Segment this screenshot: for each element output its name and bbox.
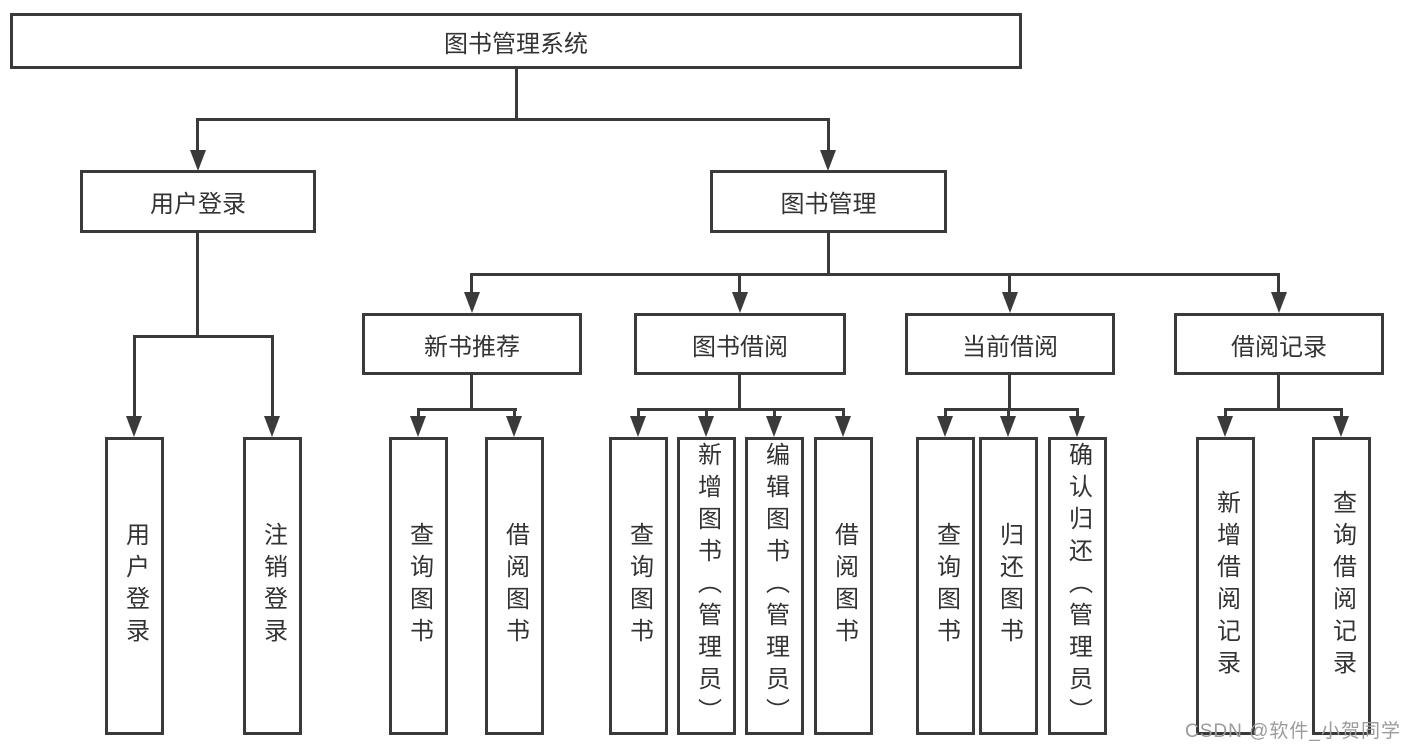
connector-line	[417, 408, 517, 411]
arrowhead-icon	[464, 292, 480, 313]
leaf-borrow-books-1: 借阅图书	[485, 437, 544, 735]
connector-line	[637, 408, 640, 418]
connector-line	[417, 408, 420, 418]
connector-line	[1007, 408, 1010, 418]
arrowhead-icon	[766, 416, 782, 437]
leaf-label: 新增图书（管理员）	[693, 442, 721, 730]
connector-line	[515, 69, 518, 118]
arrowhead-icon	[126, 416, 142, 437]
csdn-watermark: CSDN @软件_小贺同学	[1185, 721, 1401, 742]
node-borrow-records: 借阅记录	[1174, 313, 1384, 375]
node-current-borrow: 当前借阅	[905, 313, 1115, 375]
connector-line	[827, 233, 830, 273]
connector-line	[637, 408, 845, 411]
connector-line	[773, 408, 776, 418]
leaf-label: 查询图书	[405, 522, 433, 650]
connector-line	[1008, 273, 1011, 293]
leaf-label: 编辑图书（管理员）	[761, 442, 789, 730]
arrowhead-icon	[264, 416, 280, 437]
connector-line	[133, 335, 274, 338]
connector-line	[944, 408, 947, 418]
connector-line	[271, 335, 274, 418]
leaf-label: 查询图书	[932, 522, 960, 650]
arrowhead-icon	[1217, 416, 1233, 437]
arrowhead-icon	[698, 416, 714, 437]
arrowhead-icon	[506, 416, 522, 437]
arrowhead-icon	[630, 416, 646, 437]
connector-line	[470, 273, 473, 293]
arrowhead-icon	[190, 150, 206, 171]
arrowhead-icon	[1333, 416, 1349, 437]
leaf-edit-books-admin: 编辑图书（管理员）	[745, 437, 804, 735]
connector-line	[1277, 273, 1280, 293]
leaf-query-books-3: 查询图书	[916, 437, 975, 735]
connector-line	[1008, 375, 1011, 408]
leaf-add-borrow-record: 新增借阅记录	[1196, 437, 1255, 735]
connector-line	[738, 273, 741, 293]
arrowhead-icon	[1002, 292, 1018, 313]
leaf-query-books-1: 查询图书	[389, 437, 448, 735]
leaf-logout: 注销登录	[243, 437, 302, 735]
connector-line	[133, 335, 136, 418]
connector-line	[1277, 375, 1280, 408]
leaf-label: 借阅图书	[501, 522, 529, 650]
connector-line	[827, 118, 830, 152]
leaf-label: 新增借阅记录	[1212, 490, 1240, 682]
connector-line	[196, 118, 830, 121]
connector-line	[1076, 408, 1079, 418]
arrowhead-icon	[1069, 416, 1085, 437]
arrowhead-icon	[835, 416, 851, 437]
connector-line	[470, 273, 1280, 276]
leaf-label: 用户登录	[121, 522, 149, 650]
leaf-add-books-admin: 新增图书（管理员）	[677, 437, 736, 735]
leaf-confirm-return-admin: 确认归还（管理员）	[1048, 437, 1107, 735]
leaf-query-books-2: 查询图书	[609, 437, 668, 735]
node-root: 图书管理系统	[10, 13, 1022, 69]
arrowhead-icon	[937, 416, 953, 437]
leaf-query-borrow-record: 查询借阅记录	[1312, 437, 1371, 735]
arrowhead-icon	[1000, 416, 1016, 437]
leaf-label: 确认归还（管理员）	[1064, 442, 1092, 730]
leaf-label: 注销登录	[259, 522, 287, 650]
leaf-borrow-books-2: 借阅图书	[814, 437, 873, 735]
leaf-label: 借阅图书	[830, 522, 858, 650]
connector-line	[705, 408, 708, 418]
leaf-label: 归还图书	[995, 522, 1023, 650]
leaf-label: 查询借阅记录	[1328, 490, 1356, 682]
arrowhead-icon	[820, 150, 836, 171]
leaf-return-books: 归还图书	[979, 437, 1038, 735]
connector-line	[944, 408, 1079, 411]
connector-line	[1340, 408, 1343, 418]
connector-line	[1224, 408, 1343, 411]
connector-line	[513, 408, 516, 418]
connector-line	[196, 233, 199, 335]
leaf-label: 查询图书	[625, 522, 653, 650]
connector-line	[196, 118, 199, 152]
node-new-book-recommend: 新书推荐	[362, 313, 582, 375]
connector-line	[470, 375, 473, 408]
node-book-management: 图书管理	[710, 170, 947, 233]
arrowhead-icon	[732, 292, 748, 313]
connector-line	[738, 375, 741, 408]
arrowhead-icon	[1271, 292, 1287, 313]
connector-line	[1224, 408, 1227, 418]
node-user-login: 用户登录	[80, 170, 316, 233]
connector-line	[842, 408, 845, 418]
arrowhead-icon	[410, 416, 426, 437]
node-book-borrow: 图书借阅	[634, 313, 846, 375]
leaf-user-login: 用户登录	[105, 437, 164, 735]
